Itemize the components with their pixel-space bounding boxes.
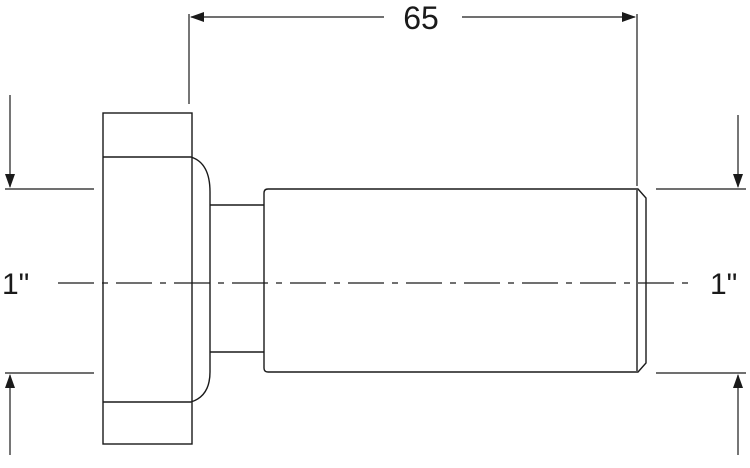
length-dimension-label: 65	[403, 0, 439, 36]
length-dimension	[188, 12, 638, 186]
head-chamfer	[103, 156, 211, 403]
bolt-head	[102, 112, 211, 445]
right-diameter-dimension	[656, 115, 746, 455]
left-diameter-dimension	[4, 95, 94, 455]
shank-outline	[263, 188, 647, 373]
head-outline	[102, 112, 193, 445]
right-diameter-label: 1"	[710, 268, 737, 301]
left-diameter-label: 1"	[2, 268, 29, 301]
bolt-shank	[263, 188, 647, 373]
bolt-neck	[210, 204, 264, 353]
